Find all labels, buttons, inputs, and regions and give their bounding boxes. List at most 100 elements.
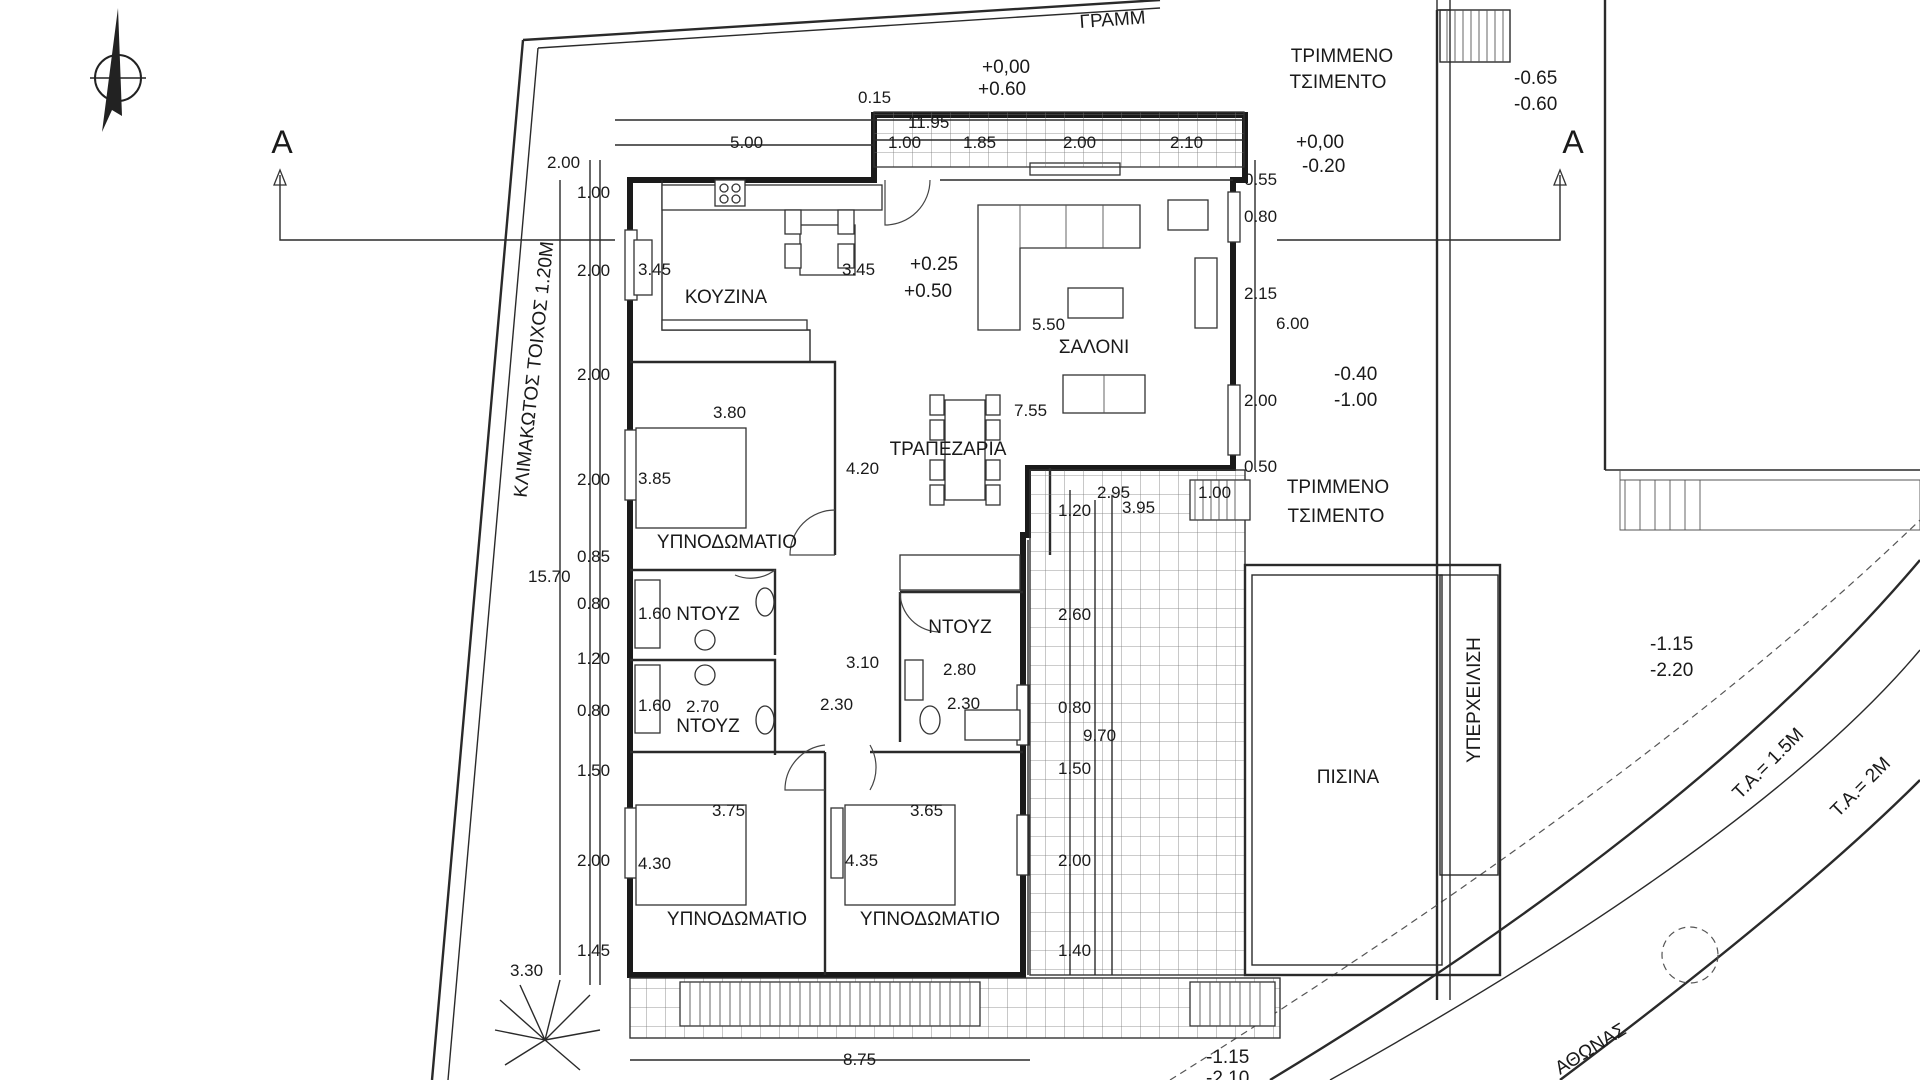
dim-left-200-top: 2.00 xyxy=(547,153,580,172)
dim-top-1195: 11.95 xyxy=(908,113,949,132)
dim-p-100: 1.00 xyxy=(1198,483,1231,502)
dim-left-145: 1.45 xyxy=(577,941,610,960)
north-arrow-icon xyxy=(90,8,146,132)
doors xyxy=(734,179,941,791)
dim-top-185: 1.85 xyxy=(963,133,996,152)
top-right-stair xyxy=(1439,9,1511,63)
section-marker-right: A xyxy=(1562,124,1584,160)
dim-left-200-c: 2.00 xyxy=(577,470,610,489)
dim-top-015: 0.15 xyxy=(858,88,891,107)
room-bedroom-3: ΥΠΝΟΔΩΜΑΤΙΟ xyxy=(860,909,1000,930)
dim-r-380: 3.80 xyxy=(713,403,746,422)
level-terrace-b: -1.00 xyxy=(1334,390,1377,411)
dim-bottom-875: 8.75 xyxy=(843,1050,876,1069)
dim-rt-215: 2.15 xyxy=(1244,284,1277,303)
level-house-b: +0.50 xyxy=(904,281,952,302)
dim-top-500: 5.00 xyxy=(730,133,763,152)
dim-p-395: 3.95 xyxy=(1122,498,1155,517)
side-stair xyxy=(1624,479,1920,531)
dim-r-435: 4.35 xyxy=(845,851,878,870)
room-shower-2: ΝΤΟΥΖ xyxy=(676,716,740,737)
dim-r-365: 3.65 xyxy=(910,801,943,820)
room-shower-3: ΝΤΟΥΖ xyxy=(928,617,992,638)
dim-left-085: 0.85 xyxy=(577,547,610,566)
dim-rt-080: 0.80 xyxy=(1244,207,1277,226)
dim-top-100: 1.00 xyxy=(888,133,921,152)
dim-rt-055: 0.55 xyxy=(1244,170,1277,189)
section-marker-left: A xyxy=(271,124,293,160)
dim-left-330: 3.30 xyxy=(510,961,543,980)
dim-r-280: 2.80 xyxy=(943,660,976,679)
cement-mid-line2: ΤΣΙΜΕΝΤΟ xyxy=(1288,506,1385,527)
dim-left-100: 1.00 xyxy=(577,183,610,202)
top-partial-label: ΓΡΑΜΜ xyxy=(1079,7,1146,33)
living-furniture xyxy=(977,199,1218,414)
dim-r-230-a: 2.30 xyxy=(820,695,853,714)
dim-r-430: 4.30 xyxy=(638,854,671,873)
section-line-a xyxy=(273,168,1567,241)
bedroom-furniture xyxy=(634,427,1021,906)
dim-left-200-b: 2.00 xyxy=(577,365,610,384)
room-shower-1: ΝΤΟΥΖ xyxy=(676,604,740,625)
dim-rt-200: 2.00 xyxy=(1244,391,1277,410)
terrace xyxy=(629,469,1281,1039)
bottom-stairs xyxy=(679,495,1276,1027)
dim-r-230-b: 2.30 xyxy=(947,694,980,713)
dining-table xyxy=(929,394,1001,506)
dim-r-270: 2.70 xyxy=(686,697,719,716)
room-dining: ΤΡΑΠΕΖΑΡΙΑ xyxy=(890,439,1007,460)
road-name: ΑΘΩΝΑΣ xyxy=(1552,1019,1630,1079)
dim-left-150: 1.50 xyxy=(577,761,610,780)
dim-p-260: 2.60 xyxy=(1058,605,1091,624)
dim-top-200: 2.00 xyxy=(1063,133,1096,152)
setback-label-2: Τ.Α.= 2M xyxy=(1827,753,1895,821)
room-bedroom-2: ΥΠΝΟΔΩΜΑΤΙΟ xyxy=(667,909,807,930)
dim-k-345-b: 3.45 xyxy=(842,260,875,279)
kitchen-furniture xyxy=(633,179,883,331)
dim-r-160-b: 1.60 xyxy=(638,696,671,715)
level-right-b: -0.20 xyxy=(1302,156,1345,177)
dim-left-1570: 15.70 xyxy=(528,567,571,586)
setback-label-1: Τ.Α.= 1.5M xyxy=(1729,724,1808,803)
dim-p-295: 2.95 xyxy=(1097,483,1130,502)
dim-p-150: 1.50 xyxy=(1058,759,1091,778)
pool xyxy=(1243,563,1502,977)
room-pool: ΠΙΣΙΝΑ xyxy=(1317,767,1380,788)
dim-left-080-a: 0.80 xyxy=(577,594,610,613)
dim-p-120: 1.20 xyxy=(1058,501,1091,520)
level-bottom-b: -2.10 xyxy=(1206,1068,1249,1080)
dim-top-210: 2.10 xyxy=(1170,133,1203,152)
cement-mid-line1: ΤΡΙΜΜΕΝΟ xyxy=(1287,477,1389,498)
dim-r-385: 3.85 xyxy=(638,469,671,488)
dim-r-550: 5.50 xyxy=(1032,315,1065,334)
dim-r-160-a: 1.60 xyxy=(638,604,671,623)
dim-rt-050: 0.50 xyxy=(1244,457,1277,476)
dim-k-345-a: 3.45 xyxy=(638,260,671,279)
dim-left-080-b: 0.80 xyxy=(577,701,610,720)
dim-r-375: 3.75 xyxy=(712,801,745,820)
dim-p-140: 1.40 xyxy=(1058,941,1091,960)
level-house-a: +0.25 xyxy=(910,254,958,275)
room-kitchen: ΚΟΥΖΙΝΑ xyxy=(685,287,768,308)
dim-left-120: 1.20 xyxy=(577,649,610,668)
dim-p-970: 9.70 xyxy=(1083,726,1116,745)
cement-top-line1: ΤΡΙΜΜΕΝΟ xyxy=(1291,46,1393,67)
level-road-a: -1.15 xyxy=(1650,634,1693,655)
shrub-icon xyxy=(1661,926,1719,984)
dim-r-310: 3.10 xyxy=(846,653,879,672)
dimension-lines xyxy=(559,119,1256,1061)
level-top-b: +0.60 xyxy=(978,79,1026,100)
level-road-b: -2.20 xyxy=(1650,660,1693,681)
dim-p-200: 2.00 xyxy=(1058,851,1091,870)
dim-left-200-d: 2.00 xyxy=(577,851,610,870)
dim-p-080: 0.80 xyxy=(1058,698,1091,717)
level-top-a: +0,00 xyxy=(982,57,1030,78)
level-far-a: -0.65 xyxy=(1514,68,1557,89)
level-terrace-a: -0.40 xyxy=(1334,364,1377,385)
level-right-a: +0,00 xyxy=(1296,132,1344,153)
dim-r-420: 4.20 xyxy=(846,459,879,478)
level-far-b: -0.60 xyxy=(1514,94,1557,115)
room-living: ΣΑΛΟΝΙ xyxy=(1059,337,1130,358)
room-overflow: ΥΠΕΡΧΕΙΛΙΣΗ xyxy=(1464,637,1485,763)
